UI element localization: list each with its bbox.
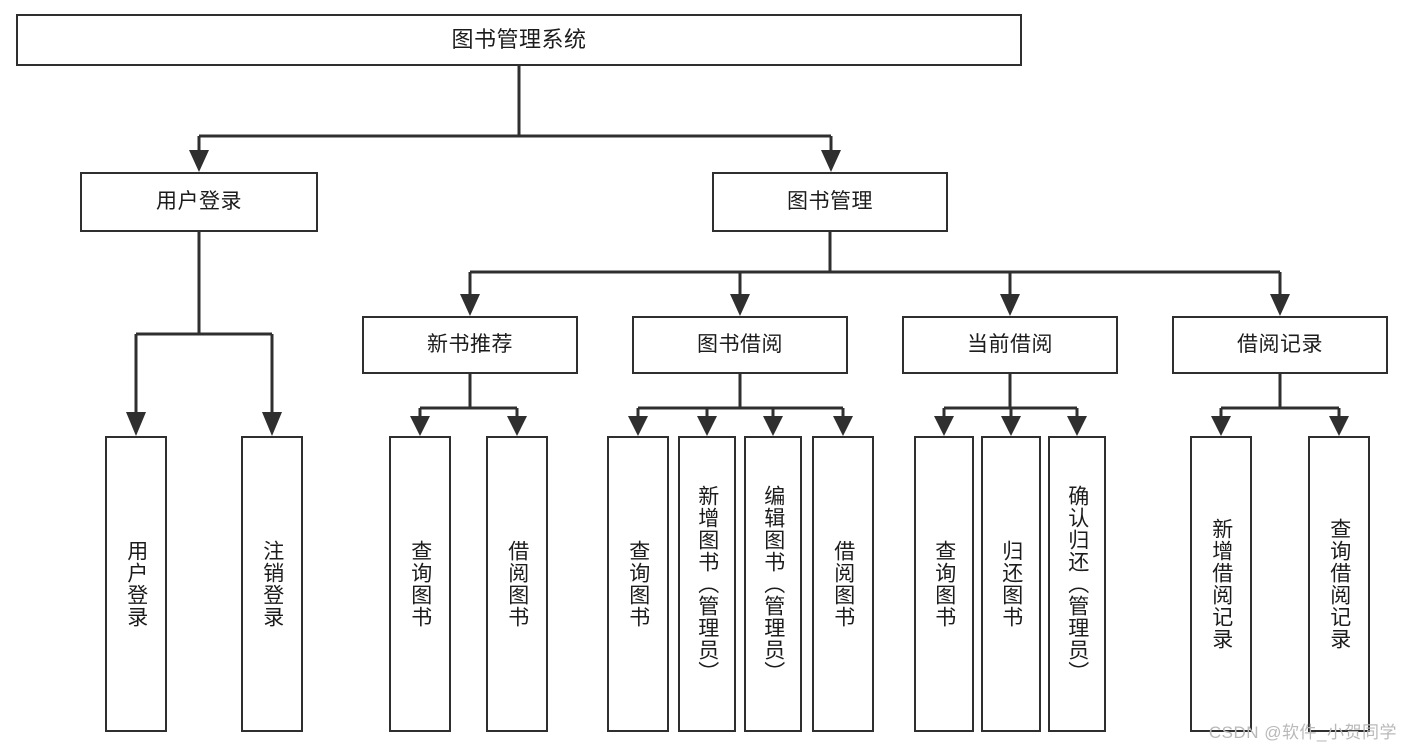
node-label: 注销登录 xyxy=(260,540,284,628)
node-book-borrowing[interactable]: 图书借阅 xyxy=(632,316,848,374)
node-label: 新增图书（管理员） xyxy=(695,485,719,683)
edges-current-children xyxy=(942,374,1079,418)
leaf-add-borrow-record[interactable]: 新增借阅记录 xyxy=(1190,436,1252,732)
leaf-borrow-books[interactable]: 借阅图书 xyxy=(812,436,874,732)
edges-level2-userlogin xyxy=(134,232,274,414)
node-book-management[interactable]: 图书管理 xyxy=(712,172,948,232)
node-label: 借阅图书 xyxy=(831,540,855,628)
node-label: 当前借阅 xyxy=(967,332,1053,356)
leaf-query-books-borrow[interactable]: 查询图书 xyxy=(607,436,669,732)
arrowheads-root-to-level2 xyxy=(189,150,841,172)
node-label: 借阅图书 xyxy=(505,540,529,628)
node-borrow-records[interactable]: 借阅记录 xyxy=(1172,316,1388,374)
edges-newbook-children xyxy=(418,374,519,418)
node-label: 查询借阅记录 xyxy=(1327,518,1351,650)
arrowheads-current-children xyxy=(934,416,1087,436)
leaf-confirm-return-admin[interactable]: 确认归还（管理员） xyxy=(1048,436,1106,732)
node-label: 借阅记录 xyxy=(1237,332,1323,356)
node-label: 归还图书 xyxy=(999,540,1023,628)
leaf-logout[interactable]: 注销登录 xyxy=(241,436,303,732)
node-label: 图书管理 xyxy=(787,189,873,213)
node-label: 查询图书 xyxy=(626,540,650,628)
arrowheads-bookmgmt-children xyxy=(460,294,1290,316)
arrowheads-userlogin-children xyxy=(126,412,282,436)
node-new-book-recommendation[interactable]: 新书推荐 xyxy=(362,316,578,374)
leaf-query-books-current[interactable]: 查询图书 xyxy=(914,436,974,732)
node-label: 用户登录 xyxy=(156,189,242,213)
edges-level2-bookmgmt xyxy=(468,232,1282,296)
node-user-login[interactable]: 用户登录 xyxy=(80,172,318,232)
node-current-borrowing[interactable]: 当前借阅 xyxy=(902,316,1118,374)
watermark-text: CSDN @软件_小贺同学 xyxy=(1208,723,1397,742)
leaf-edit-book-admin[interactable]: 编辑图书（管理员） xyxy=(744,436,802,732)
leaf-user-login[interactable]: 用户登录 xyxy=(105,436,167,732)
leaf-borrow-books-recommend[interactable]: 借阅图书 xyxy=(486,436,548,732)
leaf-add-book-admin[interactable]: 新增图书（管理员） xyxy=(678,436,736,732)
node-label: 新增借阅记录 xyxy=(1209,518,1233,650)
leaf-query-borrow-record[interactable]: 查询借阅记录 xyxy=(1308,436,1370,732)
node-label: 图书管理系统 xyxy=(451,27,587,53)
leaf-query-books-recommend[interactable]: 查询图书 xyxy=(389,436,451,732)
node-root-book-management-system[interactable]: 图书管理系统 xyxy=(16,14,1022,66)
arrowheads-newbook-children xyxy=(410,416,527,436)
arrowheads-borrow-children xyxy=(628,416,853,436)
node-label: 新书推荐 xyxy=(427,332,513,356)
node-label: 用户登录 xyxy=(124,540,148,628)
leaf-return-books[interactable]: 归还图书 xyxy=(981,436,1041,732)
node-label: 查询图书 xyxy=(408,540,432,628)
edges-borrow-children xyxy=(636,374,845,418)
node-label: 确认归还（管理员） xyxy=(1065,485,1089,683)
edges-record-children xyxy=(1219,374,1341,418)
node-label: 查询图书 xyxy=(932,540,956,628)
arrowheads-record-children xyxy=(1211,416,1349,436)
edges-root-to-level2 xyxy=(197,66,833,152)
node-label: 编辑图书（管理员） xyxy=(761,485,785,683)
node-label: 图书借阅 xyxy=(697,332,783,356)
